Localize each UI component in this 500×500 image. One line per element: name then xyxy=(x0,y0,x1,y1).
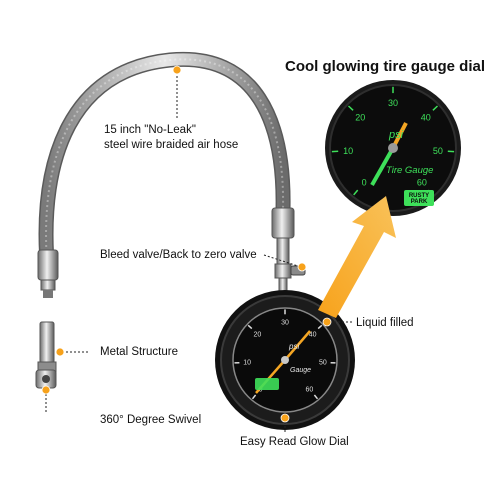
dial-tick-mark xyxy=(353,189,359,196)
dial-tick-label: 60 xyxy=(417,178,427,188)
callout-dots xyxy=(41,65,332,423)
zoom-arrow xyxy=(318,196,396,318)
dial-tick-mark xyxy=(247,324,253,330)
dial-tick-label: 40 xyxy=(421,112,431,122)
dial-tick-label: 20 xyxy=(355,112,365,122)
metal-structure-callout: Metal Structure xyxy=(100,346,178,358)
glow-dial-logo-bg xyxy=(404,190,434,206)
gauge-body: 0 10 20 30 40 50 60 xyxy=(215,290,355,430)
dial-tick-label: 10 xyxy=(343,146,353,156)
small-dial-logo xyxy=(255,378,279,390)
dial-tick-label: 30 xyxy=(281,319,289,326)
metal-chuck xyxy=(35,321,57,389)
glow-dial-callout: Easy Read Glow Dial xyxy=(240,436,349,448)
small-dial-ticks: 0 10 20 30 40 50 60 xyxy=(234,309,336,400)
dial-tick-label: 30 xyxy=(388,98,398,108)
gauge-stem xyxy=(271,207,306,301)
dial-tick-label: 20 xyxy=(254,331,262,338)
hose-callout-line2: steel wire braided air hose xyxy=(104,139,239,151)
small-dial-brand: Gauge xyxy=(290,367,312,374)
glow-dial: 0 10 20 30 40 50 60 xyxy=(325,80,461,216)
glow-dial-ticks: 0 10 20 30 40 50 60 xyxy=(331,86,455,196)
dial-tick-label: 0 xyxy=(259,387,263,394)
dial-tick-label: 40 xyxy=(309,331,317,338)
dial-tick-mark xyxy=(432,105,439,111)
dial-tick-mark xyxy=(313,394,319,400)
hose-callout-line1: 15 inch "No-Leak" xyxy=(104,124,196,136)
bleed-valve-callout: Bleed valve/Back to zero valve xyxy=(100,249,257,261)
braided-hose xyxy=(38,51,291,270)
dial-tick-mark xyxy=(317,324,323,330)
dial-tick-mark xyxy=(251,394,257,400)
dial-tick-label: 50 xyxy=(319,360,327,367)
glow-dial-needle xyxy=(370,147,395,186)
dial-tick-label: 10 xyxy=(243,360,251,367)
glow-dial-logo: RUSTY PARK xyxy=(408,193,430,205)
hose-end-fitting xyxy=(37,249,59,298)
dial-tick-label: 50 xyxy=(433,146,443,156)
small-dial-unit: psi xyxy=(289,342,300,351)
dial-tick-label: 0 xyxy=(362,178,367,188)
glow-dial-brand: Tire Gauge xyxy=(386,165,434,176)
glow-dial-unit: psi xyxy=(389,129,404,141)
dial-tick-label: 60 xyxy=(306,387,314,394)
swivel-callout: 360° Degree Swivel xyxy=(100,414,202,426)
dial-tick-mark xyxy=(347,105,354,111)
liquid-filled-callout: Liquid filled xyxy=(356,317,414,329)
leader-lines xyxy=(45,72,352,432)
headline: Cool glowing tire gauge dial xyxy=(285,58,486,75)
